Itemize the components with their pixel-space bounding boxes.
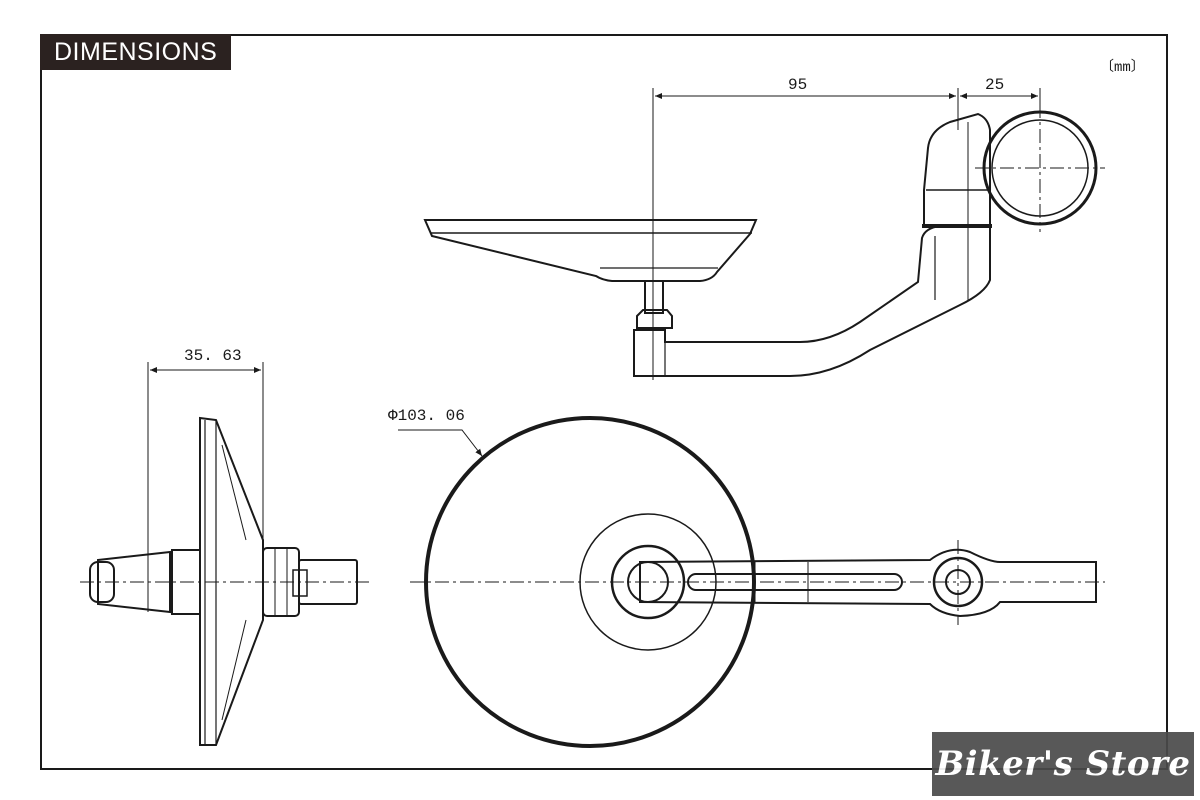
dim-95 xyxy=(652,88,1041,380)
mirror-arm-side xyxy=(633,225,991,377)
unit-label: 〔mm〕 xyxy=(1100,60,1145,76)
mirror-head-side xyxy=(423,219,758,282)
front-view xyxy=(398,416,1105,748)
top-view xyxy=(423,88,1105,380)
clamp-block-side xyxy=(923,112,991,227)
mirror-arm-front xyxy=(639,548,1097,618)
dim-95-label: 95 xyxy=(788,76,807,94)
dimensions-title: DIMENSIONS xyxy=(40,34,232,70)
dim-35-63 xyxy=(147,362,264,612)
dim-35-63-label: 35. 63 xyxy=(184,347,242,365)
watermark-badge: Biker's Store xyxy=(932,732,1194,796)
drawing-frame xyxy=(40,34,1168,770)
dim-25-label: 25 xyxy=(985,76,1004,94)
side-view xyxy=(80,362,370,746)
watermark-text: Biker's Store xyxy=(935,744,1191,784)
dim-diameter-label: Φ103. 06 xyxy=(388,407,465,425)
